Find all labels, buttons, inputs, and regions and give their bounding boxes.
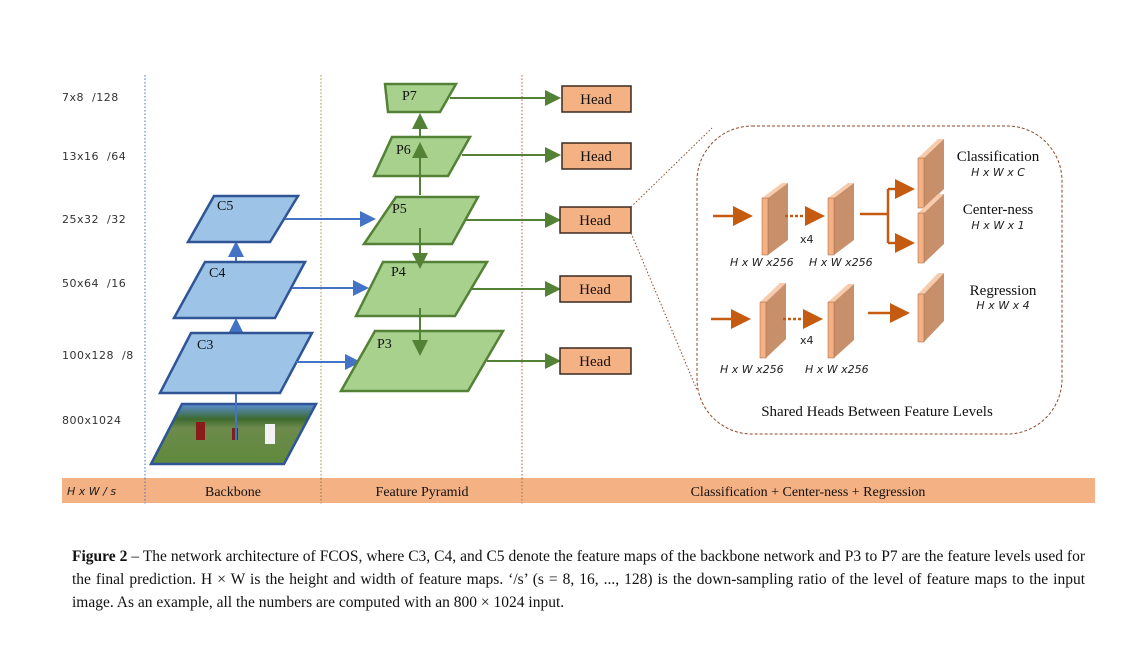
detail-bottom-branch: x4 H x W x256 H x W x256 xyxy=(711,273,944,376)
bar-label-backbone: Backbone xyxy=(205,485,261,500)
bar-label-feature-pyramid: Feature Pyramid xyxy=(376,485,469,500)
pyramid-p7 xyxy=(383,82,459,114)
feature-dim-label: H x W x256 xyxy=(805,363,869,376)
bar-label-hw-s: H x W / s xyxy=(67,485,116,498)
svg-text:Head: Head xyxy=(579,354,611,370)
level-label-p6: 13x16/64 xyxy=(62,150,126,163)
player-figure xyxy=(196,422,205,440)
centerness-dim: H x W x 1 xyxy=(971,219,1024,232)
c4-label: C4 xyxy=(209,266,225,281)
classification-output-block xyxy=(917,139,944,209)
player-figure xyxy=(265,424,275,444)
level-label-p4: 50x64/16 xyxy=(62,277,126,290)
shared-head-detail-box xyxy=(696,125,1063,435)
head-box-p4: Head xyxy=(559,275,632,303)
backbone-c4 xyxy=(171,260,308,320)
feature-block xyxy=(759,283,786,359)
detail-top-branch: x4 H x W x256 H x W x256 xyxy=(713,139,944,269)
feature-block xyxy=(827,284,854,359)
p4-label: P4 xyxy=(391,265,406,280)
head-box-p7: Head xyxy=(561,85,632,113)
pyramid-p6 xyxy=(372,135,473,178)
p7-label: P7 xyxy=(402,89,417,104)
shared-heads-title: Shared Heads Between Feature Levels xyxy=(761,404,993,420)
svg-text:Head: Head xyxy=(580,92,612,108)
feature-dim-label: H x W x256 xyxy=(809,256,873,269)
p5-label: P5 xyxy=(392,202,407,217)
p6-label: P6 xyxy=(396,143,411,158)
caption-label: Figure 2 xyxy=(72,548,128,565)
level-label-p5: 25x32/32 xyxy=(62,213,126,226)
input-image xyxy=(148,402,319,466)
c5-label: C5 xyxy=(217,199,233,214)
repeat-label: x4 xyxy=(800,233,814,246)
detail-connector xyxy=(630,232,698,391)
pyramid-p3 xyxy=(338,329,506,393)
bottom-bar xyxy=(62,478,1095,503)
detail-connector xyxy=(630,127,713,208)
caption-text: – The network architecture of FCOS, wher… xyxy=(72,548,1086,611)
head-box-p5: Head xyxy=(559,206,632,234)
p3-label: P3 xyxy=(377,337,392,352)
figure-caption: Figure 2 – The network architecture of F… xyxy=(72,545,1085,614)
level-label-p3: 100x128/8 xyxy=(62,349,134,362)
feature-dim-label: H x W x256 xyxy=(730,256,794,269)
regression-label: Regression xyxy=(970,283,1037,299)
pyramid-p4 xyxy=(353,260,490,318)
svg-text:Head: Head xyxy=(579,282,611,298)
svg-text:Head: Head xyxy=(579,213,611,229)
head-box-p3: Head xyxy=(559,347,632,375)
feature-dim-label: H x W x256 xyxy=(720,363,784,376)
backbone-c3 xyxy=(157,331,315,395)
c3-label: C3 xyxy=(197,338,213,353)
fcos-architecture-diagram: 7x8/128 13x16/64 25x32/32 50x64/16 100x1… xyxy=(62,75,1095,505)
head-box-p6: Head xyxy=(561,142,632,170)
level-label-p7: 7x8/128 xyxy=(62,91,119,104)
centerness-label: Center-ness xyxy=(963,202,1034,218)
repeat-label: x4 xyxy=(800,334,814,347)
classification-label: Classification xyxy=(957,149,1040,165)
regression-output-block xyxy=(917,273,944,343)
svg-text:Head: Head xyxy=(580,149,612,165)
classification-dim: H x W x C xyxy=(971,166,1025,179)
feature-block xyxy=(827,183,854,256)
pyramid-p5 xyxy=(361,195,481,246)
regression-dim: H x W x 4 xyxy=(976,299,1029,312)
backbone-c5 xyxy=(185,194,301,244)
centerness-output-block xyxy=(917,194,944,264)
level-label-input: 800x1024 xyxy=(62,414,122,427)
feature-block xyxy=(761,183,788,256)
bar-label-heads: Classification + Center-ness + Regressio… xyxy=(691,485,926,500)
